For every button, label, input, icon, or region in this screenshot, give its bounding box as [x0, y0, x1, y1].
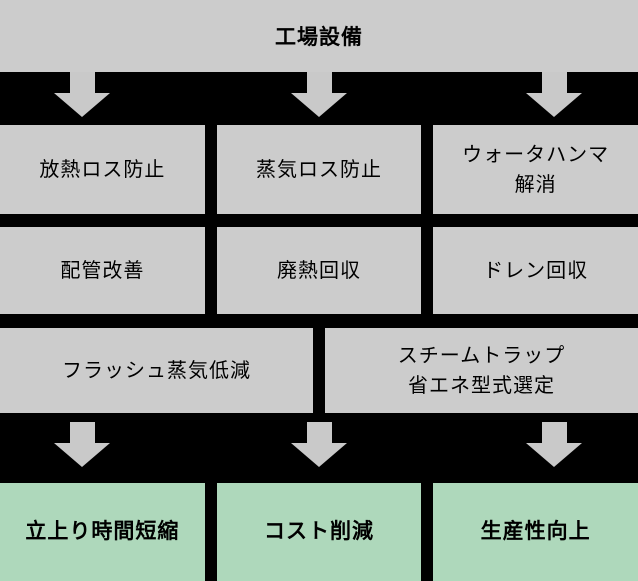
- down-arrow-icon: [54, 422, 110, 467]
- down-arrow-shaft: [306, 72, 332, 93]
- measure-row-2: 配管改善 廃熱回収 ドレン回収: [0, 227, 638, 314]
- box-flash-steam-reduction: フラッシュ蒸気低減: [0, 328, 313, 413]
- down-arrow-head: [526, 443, 582, 467]
- page-title: 工場設備: [0, 0, 638, 72]
- down-arrow-head: [54, 93, 110, 117]
- measure-row-3: フラッシュ蒸気低減 スチームトラップ 省エネ型式選定: [0, 328, 638, 413]
- down-arrow-shaft: [541, 422, 567, 443]
- down-arrow-icon: [54, 72, 110, 117]
- down-arrow-head: [291, 93, 347, 117]
- box-steam-loss-prevention: 蒸気ロス防止: [216, 125, 422, 214]
- down-arrow-shaft: [306, 422, 332, 443]
- down-arrow-head: [54, 443, 110, 467]
- down-arrow-icon: [526, 72, 582, 117]
- down-arrow-icon: [291, 422, 347, 467]
- down-arrow-head: [526, 93, 582, 117]
- result-cost-reduction: コスト削減: [216, 483, 422, 581]
- measure-row-1: 放熱ロス防止 蒸気ロス防止 ウォータハンマ 解消: [0, 125, 638, 214]
- down-arrow-icon: [291, 72, 347, 117]
- box-piping-improvement: 配管改善: [0, 227, 205, 314]
- box-condensate-recovery: ドレン回収: [433, 227, 638, 314]
- box-steam-trap-energy-saving-model-selection: スチームトラップ 省エネ型式選定: [325, 328, 638, 413]
- down-arrow-shaft: [541, 72, 567, 93]
- result-startup-time-reduction: 立上り時間短縮: [0, 483, 205, 581]
- result-productivity-improvement: 生産性向上: [433, 483, 638, 581]
- box-waste-heat-recovery: 廃熱回収: [216, 227, 422, 314]
- down-arrow-head: [291, 443, 347, 467]
- box-water-hammer-elimination: ウォータハンマ 解消: [433, 125, 638, 214]
- down-arrow-icon: [526, 422, 582, 467]
- box-heat-radiation-loss-prevention: 放熱ロス防止: [0, 125, 205, 214]
- results-row: 立上り時間短縮 コスト削減 生産性向上: [0, 483, 638, 581]
- down-arrow-shaft: [69, 72, 95, 93]
- down-arrow-shaft: [69, 422, 95, 443]
